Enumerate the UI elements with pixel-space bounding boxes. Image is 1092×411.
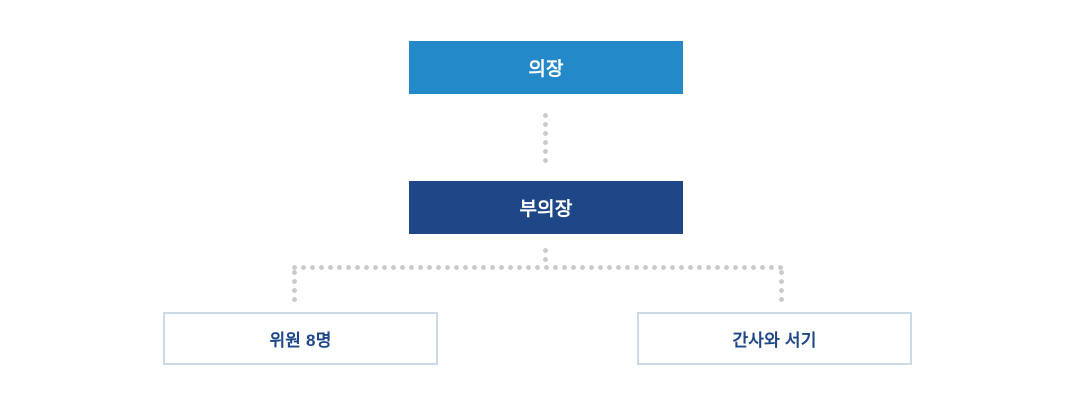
org-node-members: 위원 8명 xyxy=(163,312,438,365)
org-node-chair-label: 의장 xyxy=(528,59,564,80)
org-node-members-label: 위원 8명 xyxy=(269,331,332,350)
org-node-secretary-label: 간사와 서기 xyxy=(732,331,817,350)
org-node-vicechair-label: 부의장 xyxy=(519,199,573,220)
connector-bus-to-secretary xyxy=(779,270,784,306)
org-node-vicechair: 부의장 xyxy=(409,181,683,234)
org-node-secretary: 간사와 서기 xyxy=(637,312,912,365)
connector-vicechair-stem xyxy=(543,248,548,267)
org-node-chair: 의장 xyxy=(409,41,683,94)
connector-horizontal-bus xyxy=(292,265,784,270)
connector-bus-to-members xyxy=(292,270,297,306)
connector-chair-to-vicechair xyxy=(543,113,548,163)
